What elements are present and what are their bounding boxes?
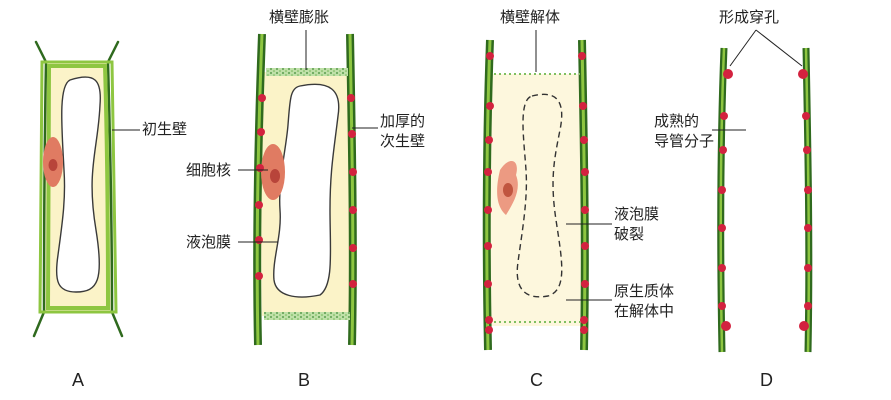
cell-d: [712, 29, 813, 353]
cell-b: [238, 30, 378, 346]
leader-perforation-left: [729, 29, 757, 67]
cell-a: [32, 40, 140, 338]
cell-c-cytoplasm: [488, 74, 584, 326]
label-nucleus: 细胞核: [186, 161, 232, 179]
cell-a-nucleolus: [48, 159, 58, 171]
cell-b-vacuole: [273, 83, 340, 298]
label-primary-wall: 初生壁: [142, 120, 188, 138]
label-protoplast-1: 原生质体: [614, 282, 675, 300]
cell-c: [482, 30, 612, 351]
cell-b-top-end-wall: [266, 68, 348, 76]
cell-c-broken-vacuole: [516, 93, 563, 298]
label-secondary-wall-2: 次生壁: [380, 132, 426, 150]
label-vacuole-broken-1: 液泡膜: [614, 205, 660, 223]
label-end-wall-dissolve: 横壁解体: [500, 8, 561, 26]
label-perforation: 形成穿孔: [719, 8, 780, 26]
cell-a-outer-wall: [38, 60, 118, 314]
label-end-wall-swell: 横壁膨胀: [269, 8, 330, 26]
panel-letter-d: D: [760, 370, 773, 390]
cell-b-nucleolus: [270, 169, 280, 183]
panel-letter-c: C: [530, 370, 543, 390]
cell-c-nucleolus: [503, 183, 513, 197]
label-vacuole-membrane: 液泡膜: [186, 233, 232, 251]
label-protoplast-2: 在解体中: [614, 302, 675, 320]
cell-b-bottom-end-wall: [264, 312, 350, 320]
panel-letter-a: A: [72, 370, 85, 390]
label-vacuole-broken-2: 破裂: [614, 225, 645, 243]
label-mature-vessel-1: 成熟的: [654, 112, 700, 130]
cell-c-thickening-dots: [484, 52, 589, 334]
cell-d-thickening-dots: [718, 69, 812, 331]
leader-perforation-right: [755, 29, 803, 67]
panel-letter-b: B: [298, 370, 311, 390]
label-mature-vessel-2: 导管分子: [654, 132, 715, 150]
label-secondary-wall-1: 加厚的: [380, 112, 426, 130]
cell-a-vacuole: [55, 76, 102, 293]
